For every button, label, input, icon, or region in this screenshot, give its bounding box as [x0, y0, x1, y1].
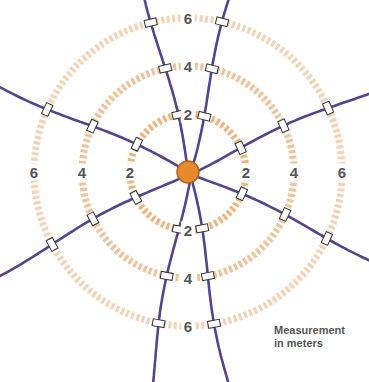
- distance-label: 6: [335, 164, 349, 181]
- sensor-tag: [152, 319, 165, 328]
- sensor-tag: [87, 212, 99, 226]
- sensor-tag: [201, 272, 214, 281]
- sensor-tags: [41, 17, 333, 328]
- sensor-line: [132, 0, 187, 162]
- sensor-tag: [46, 237, 58, 251]
- sensor-tag: [87, 119, 98, 133]
- sensor-tag: [235, 141, 246, 155]
- sensor-line: [198, 69, 369, 170]
- distance-label: 2: [239, 164, 253, 181]
- distance-label: 6: [181, 10, 195, 27]
- distance-ring: [82, 66, 294, 278]
- sensor-line: [194, 0, 254, 163]
- sensor-tag: [198, 111, 211, 121]
- distance-label: 6: [181, 318, 195, 335]
- distance-label: 6: [27, 164, 41, 181]
- sensor-tag: [215, 17, 228, 27]
- distance-label: 2: [181, 106, 195, 123]
- sensor-tag: [159, 64, 172, 74]
- sensor-tag: [322, 101, 333, 115]
- sensor-tag: [160, 271, 173, 280]
- sensor-tag: [321, 232, 332, 246]
- sensor-tag: [279, 208, 290, 222]
- sensor-tag: [207, 319, 220, 328]
- sensor-tag: [144, 18, 157, 28]
- distance-label: 2: [123, 164, 137, 181]
- distance-label: 4: [181, 58, 195, 75]
- sensor-line: [0, 61, 179, 166]
- distance-label: 4: [75, 164, 89, 181]
- sensor-tag: [205, 64, 218, 74]
- sensor-line: [0, 179, 180, 295]
- distance-label: 4: [181, 270, 195, 287]
- distance-rings: [34, 18, 342, 326]
- distance-label: 4: [287, 164, 301, 181]
- sensor-tag: [236, 187, 247, 201]
- sensor-tag: [196, 224, 209, 233]
- sensor-tag: [130, 190, 142, 204]
- sensor-tag: [131, 137, 142, 151]
- sensor-line: [197, 177, 369, 281]
- center-source: [177, 161, 199, 183]
- sensor-tag: [41, 103, 52, 117]
- sensor-tag: [278, 119, 289, 133]
- distance-ring: [34, 18, 342, 326]
- sensor-line: [192, 181, 240, 382]
- distance-ring: [130, 114, 246, 230]
- unit-note: Measurement in meters: [274, 324, 352, 350]
- distance-label: 2: [181, 222, 195, 239]
